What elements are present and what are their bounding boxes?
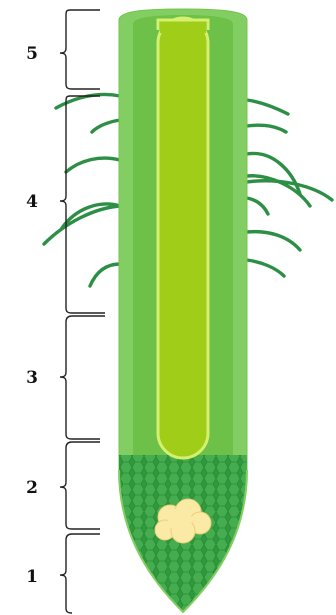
root-hair <box>66 158 120 172</box>
meristem-cell <box>168 508 192 532</box>
root-hair <box>247 100 288 114</box>
zone-labels: 5 4 3 2 1 <box>26 44 38 587</box>
zone-label-1: 1 <box>26 567 38 587</box>
root-hair <box>247 198 268 214</box>
root-hair <box>247 232 300 250</box>
zone-label-5: 5 <box>26 44 38 64</box>
root-hair <box>92 120 120 132</box>
root-hair <box>247 260 284 276</box>
zone-braces <box>60 10 105 613</box>
root-hair <box>247 181 332 200</box>
zone-label-4: 4 <box>26 192 38 212</box>
root <box>119 9 247 615</box>
vascular-cylinder <box>158 18 208 458</box>
zone-brace-3 <box>60 316 105 439</box>
zone-brace-5 <box>60 10 100 89</box>
zone-brace-1 <box>60 534 100 613</box>
root-hair <box>247 125 286 132</box>
zone-label-2: 2 <box>26 478 38 498</box>
root-hair <box>90 264 120 286</box>
zone-brace-2 <box>60 442 100 529</box>
zone-label-3: 3 <box>26 368 38 388</box>
